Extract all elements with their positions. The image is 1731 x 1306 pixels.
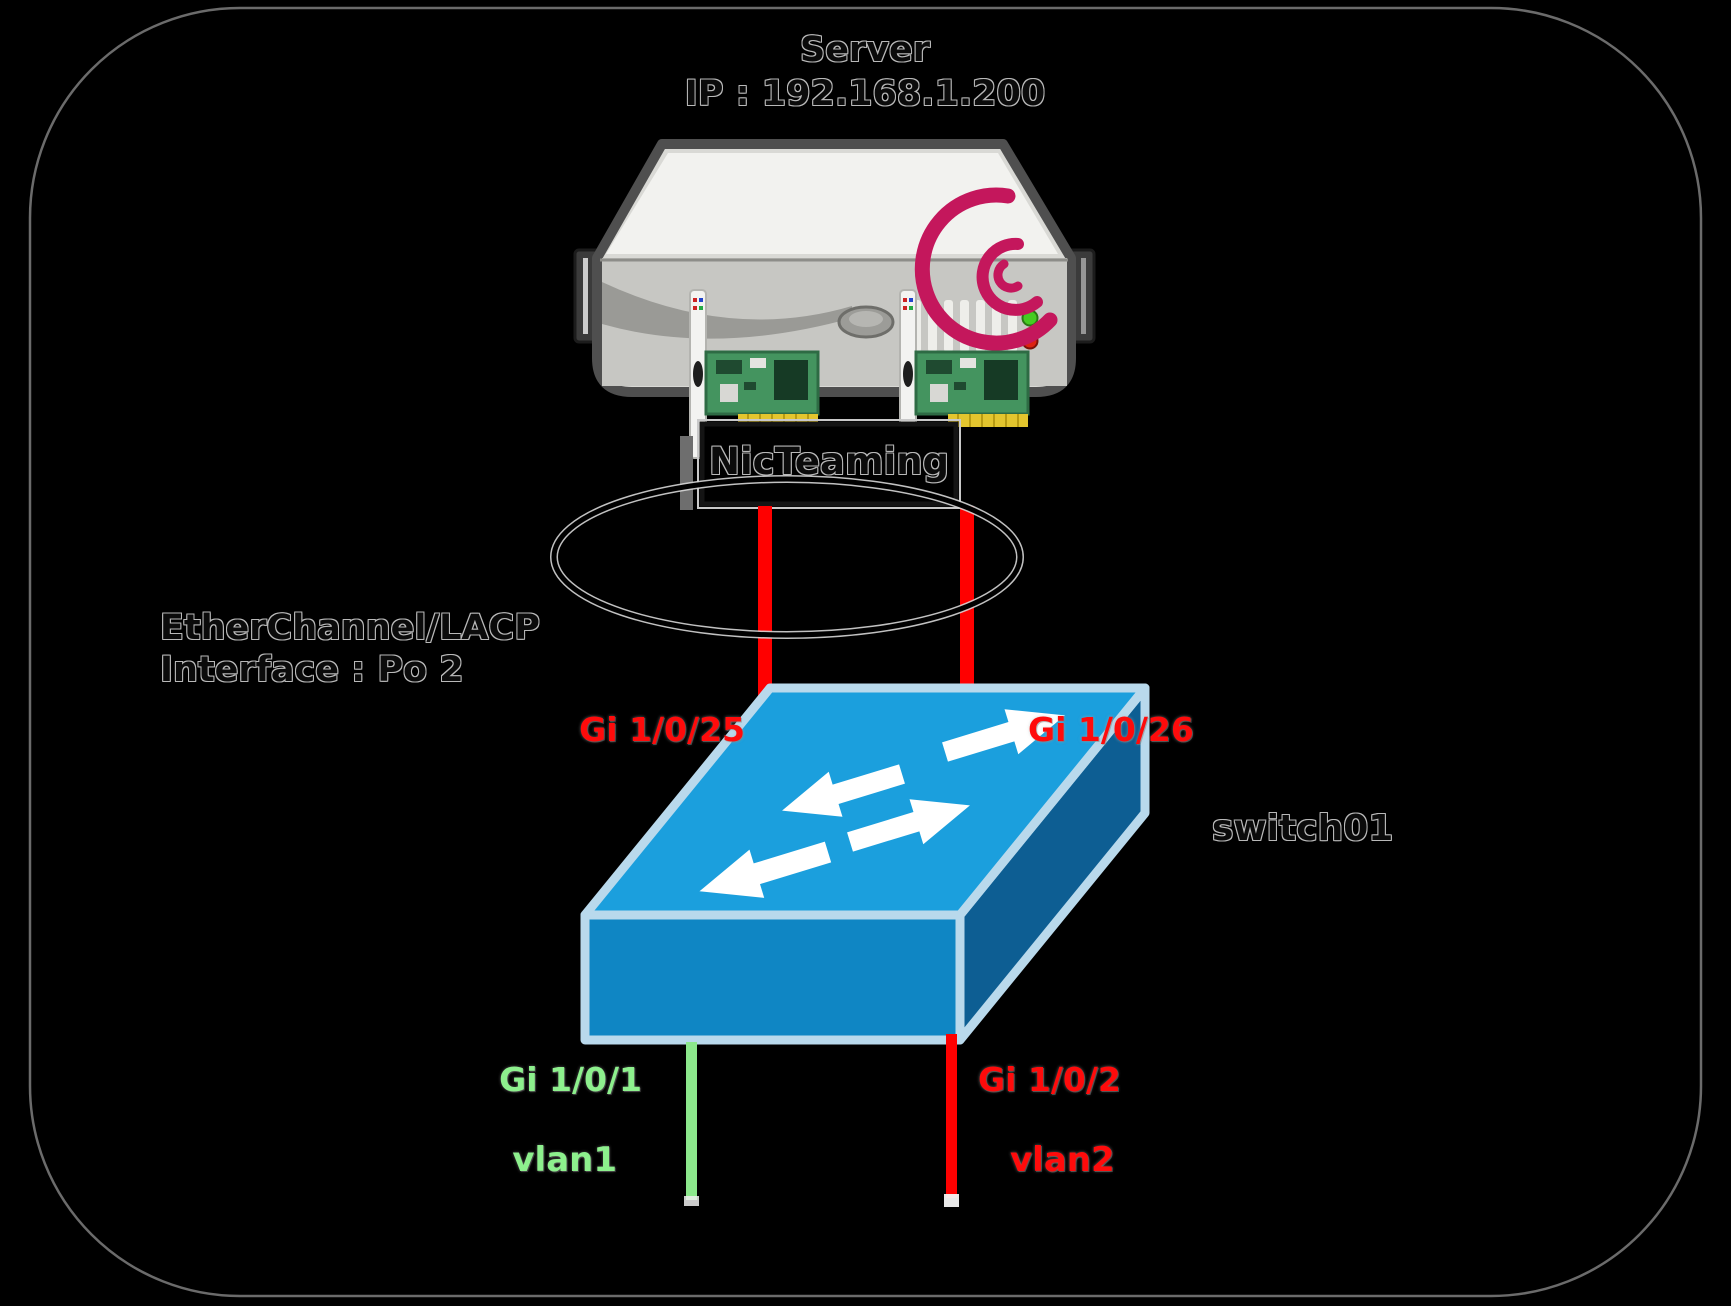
switch-arrow-right-2 [847, 799, 970, 852]
etherchannel-ellipse [550, 475, 1024, 639]
switch-name-label: switch01 [1212, 808, 1394, 849]
port-label-gi-1-0-25: Gi 1/0/25 [579, 710, 745, 749]
switch-icon [580, 683, 1150, 1045]
vlan2-label: vlan2 [1010, 1140, 1115, 1180]
switch-arrow-right-1 [942, 709, 1065, 762]
server-top-face [606, 153, 1058, 254]
switch-arrow-left-1 [782, 764, 905, 817]
port-label-gi-1-0-26: Gi 1/0/26 [1028, 710, 1194, 749]
nic-card-icon-left [689, 289, 820, 459]
nic-card-icon-right [899, 289, 1030, 459]
server-ip-label: IP : 192.168.1.200 [684, 74, 1046, 114]
switch-top-face [580, 683, 1150, 920]
etherchannel-label-line2: Interface : Po 2 [160, 650, 464, 690]
switch-front-face [580, 910, 965, 1045]
link-line-gi-1-0-2 [944, 1034, 959, 1207]
etherchannel-label-line1: EtherChannel/LACP [160, 608, 540, 648]
switch-arrows [699, 709, 1065, 898]
nicteaming-label: NicTeaming [708, 440, 950, 483]
link-line-gi-1-0-1 [684, 1042, 699, 1206]
frame-border [28, 6, 1703, 1298]
debian-logo-icon [914, 187, 1058, 351]
vlan1-label: vlan1 [512, 1140, 617, 1180]
server-front-swoosh [602, 282, 852, 339]
nicteaming-box-shadow [680, 436, 693, 510]
port-label-gi-1-0-2: Gi 1/0/2 [978, 1060, 1121, 1099]
port-label-gi-1-0-1: Gi 1/0/1 [499, 1060, 642, 1099]
switch-arrow-left-2 [699, 841, 832, 898]
server-title: Server [799, 30, 931, 70]
server-power-button-highlight [849, 311, 883, 327]
